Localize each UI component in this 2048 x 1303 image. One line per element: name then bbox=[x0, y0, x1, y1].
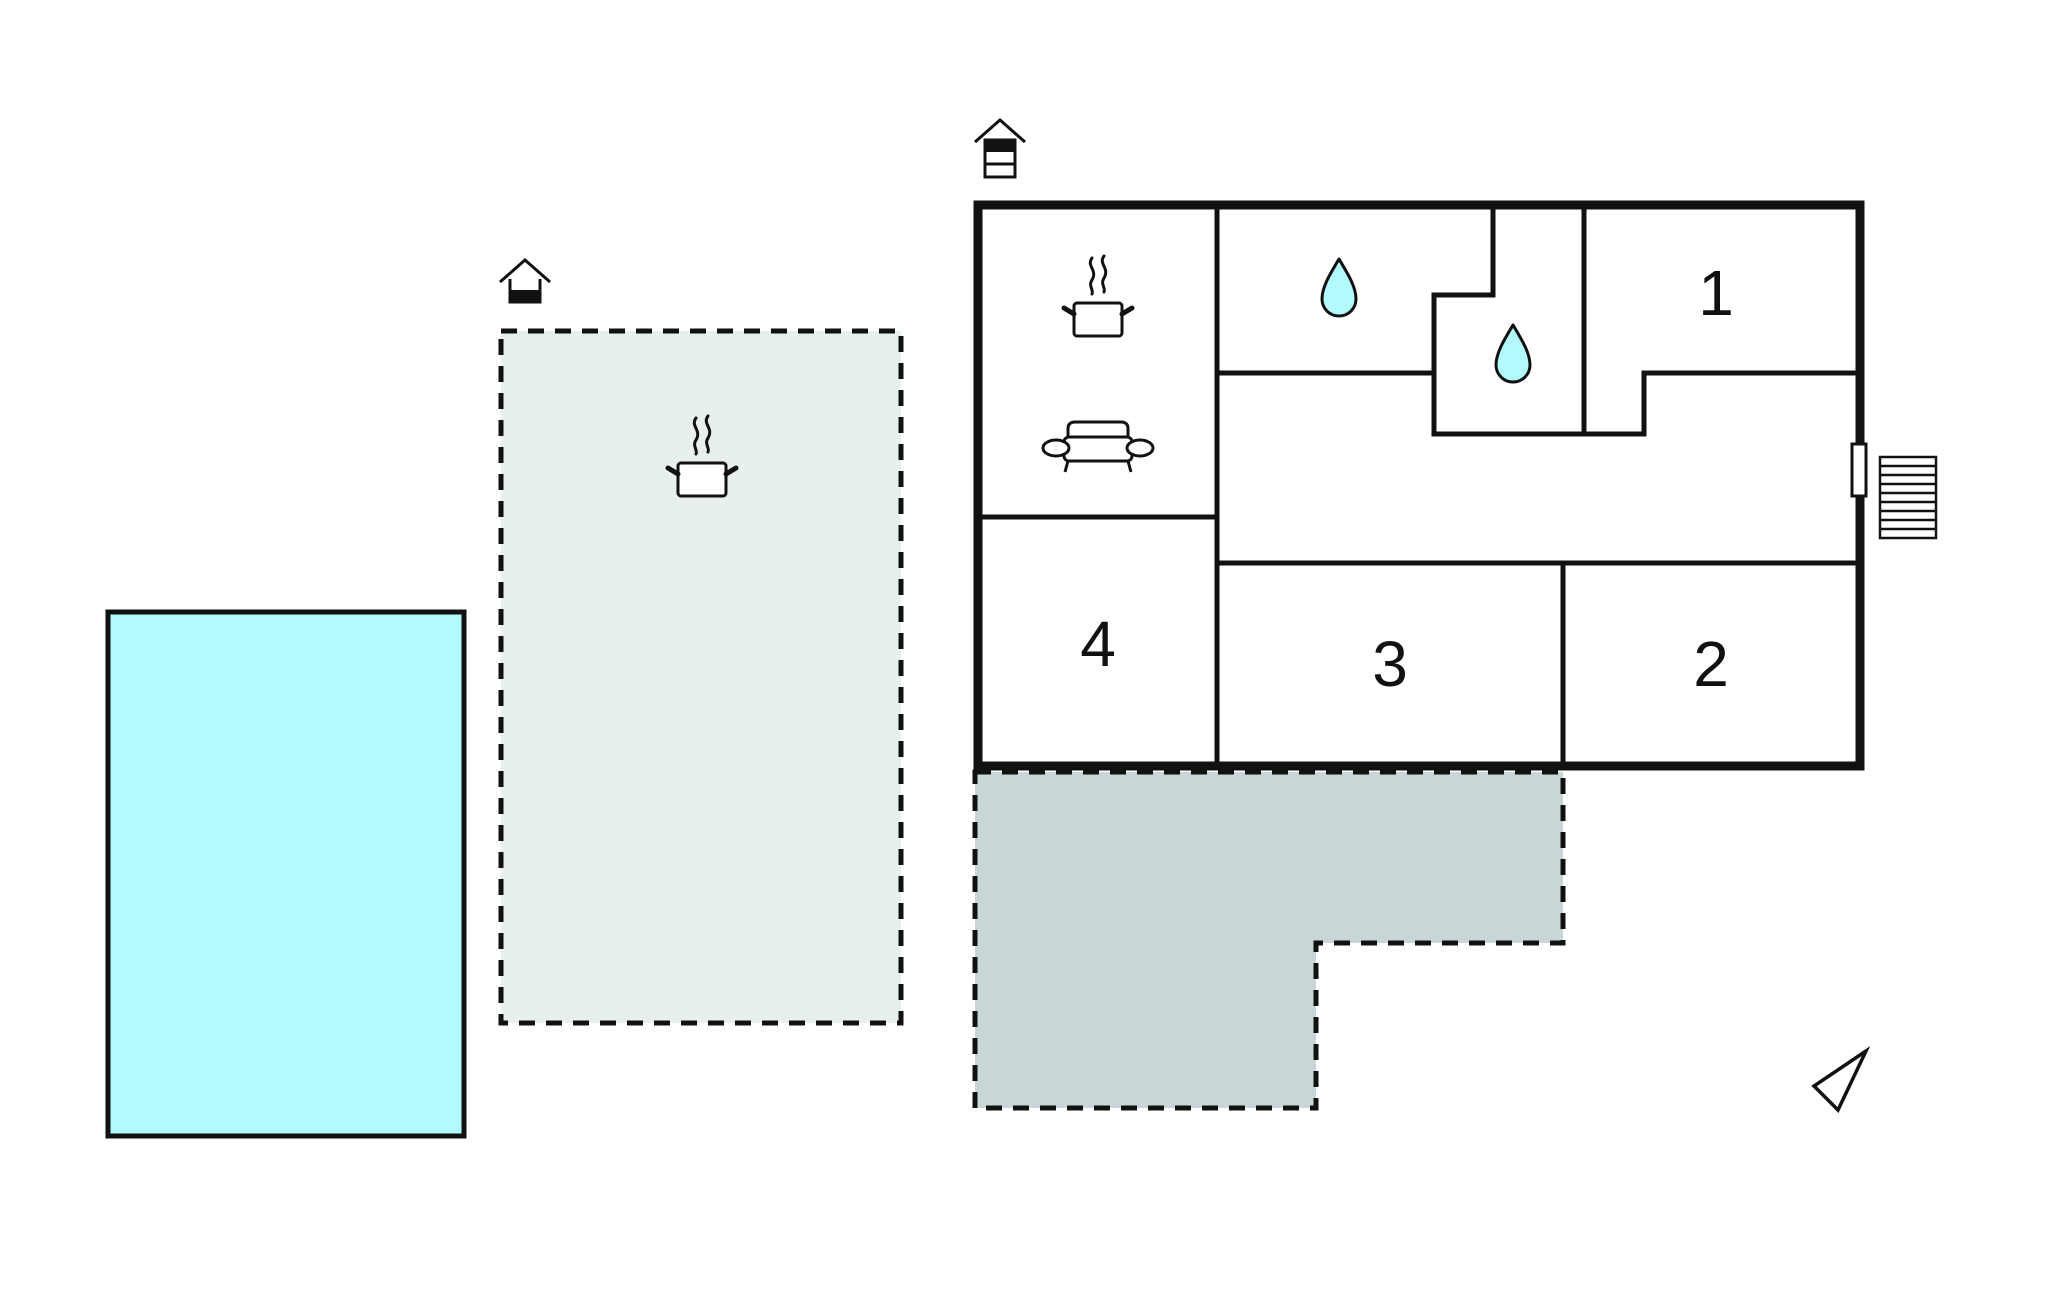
room-label-1: 1 bbox=[1698, 257, 1734, 329]
room-label-3: 3 bbox=[1372, 628, 1408, 700]
sofa-icon bbox=[1041, 420, 1155, 473]
cooking-pot-icon bbox=[665, 414, 739, 498]
terrace bbox=[972, 769, 1566, 1111]
interior-walls bbox=[978, 205, 1860, 766]
water-drop-icon bbox=[1320, 257, 1358, 318]
roofed-house-icon bbox=[499, 258, 551, 304]
covered-outdoor-area bbox=[498, 328, 904, 1026]
room-label-4: 4 bbox=[1080, 608, 1116, 680]
house-with-floors-icon bbox=[974, 118, 1026, 179]
water-drop-icon bbox=[1494, 323, 1532, 384]
swimming-pool bbox=[105, 609, 467, 1139]
entrance-door bbox=[1850, 442, 1868, 498]
stairs-icon bbox=[1878, 455, 1938, 540]
room-label-2: 2 bbox=[1693, 628, 1729, 700]
cooking-pot-icon bbox=[1061, 254, 1135, 338]
north-arrow-icon bbox=[1811, 1045, 1871, 1113]
